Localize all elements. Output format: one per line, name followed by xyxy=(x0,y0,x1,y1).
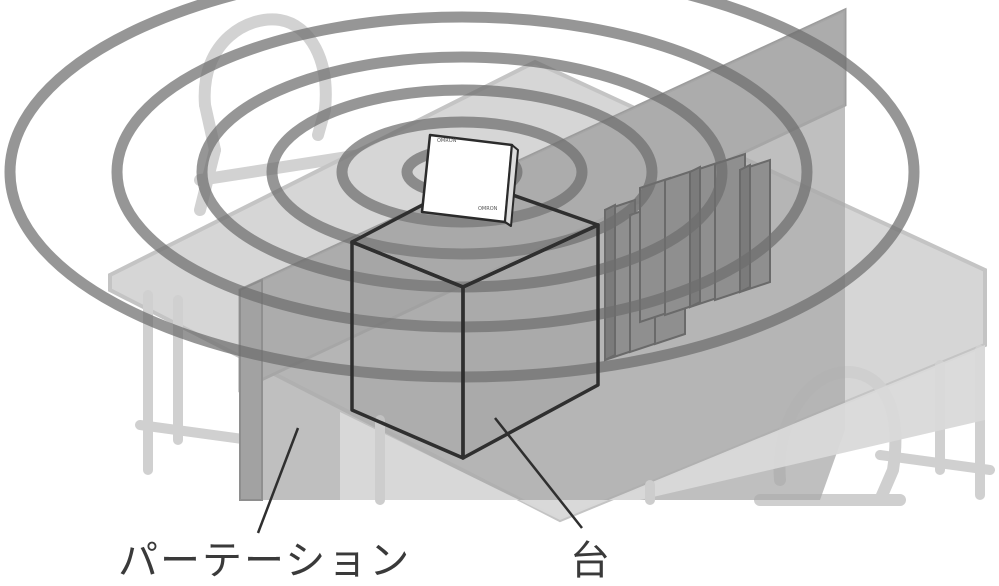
router-brand-label-2: OMRON xyxy=(478,206,498,212)
stand-label: 台 xyxy=(570,528,612,586)
partition-label: パーテーション xyxy=(118,528,411,586)
router-brand-label: OMRON xyxy=(437,138,457,144)
router-device: OMRON OMRON xyxy=(422,135,518,226)
